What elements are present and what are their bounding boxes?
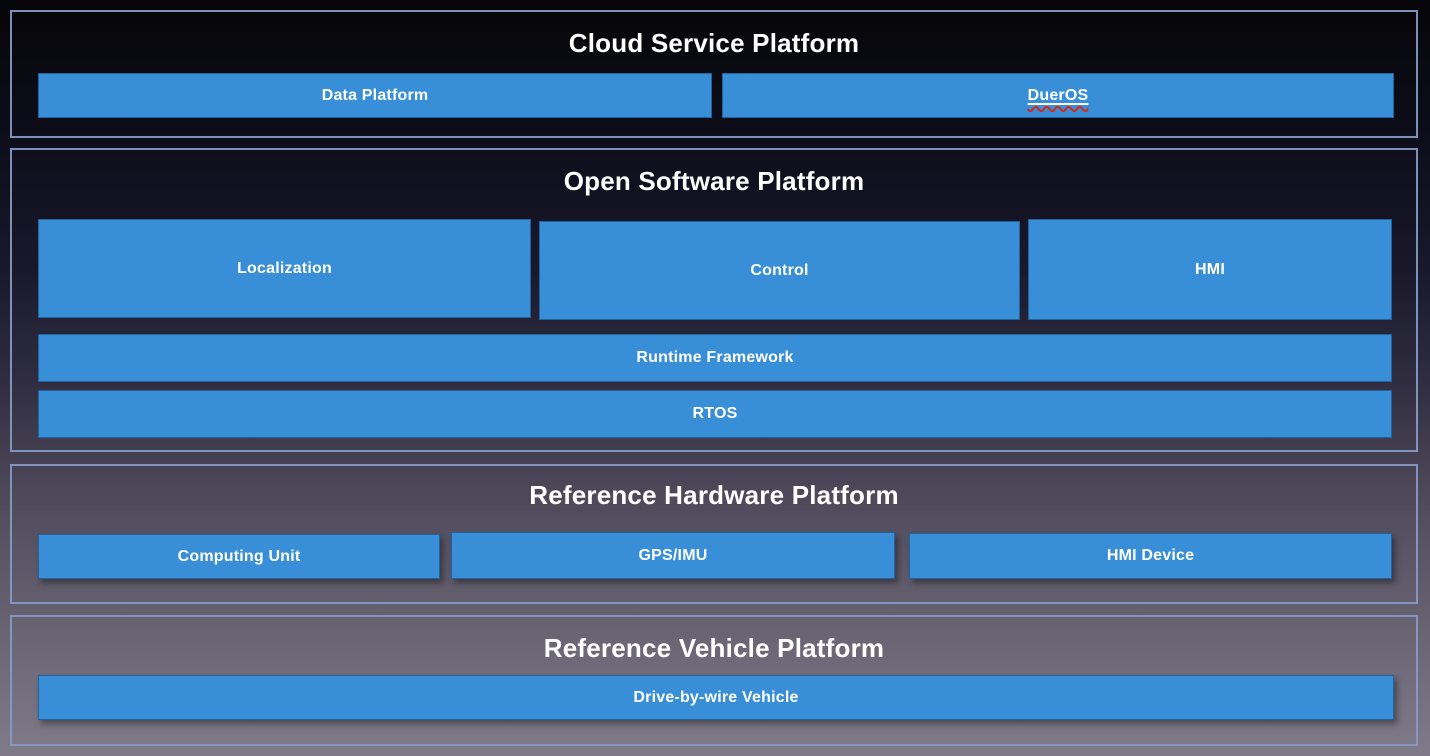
cloud-service-platform-title: Cloud Service Platform — [568, 28, 860, 58]
hmi-device-label: HMI Device — [1106, 547, 1195, 564]
dueros-label: DuerOS — [1027, 86, 1089, 104]
gps-imu-label: GPS/IMU — [638, 546, 708, 564]
data-platform-label: Data Platform — [321, 86, 429, 104]
reference-hardware-platform-section: Reference Hardware Platform Computing Un… — [10, 464, 1418, 604]
cloud-service-platform-section: Cloud Service Platform Data Platform Due… — [10, 10, 1418, 138]
drive-by-wire-vehicle-box: Drive-by-wire Vehicle — [38, 675, 1394, 720]
rtos-label: RTOS — [692, 405, 738, 422]
hmi-device-box: HMI Device — [909, 533, 1392, 579]
open-software-platform-section: Open Software Platform Localization Cont… — [10, 148, 1418, 452]
control-label: Control — [750, 261, 809, 279]
runtime-framework-label: Runtime Framework — [636, 349, 794, 366]
localization-label: Localization — [237, 259, 332, 277]
hmi-box: HMI — [1028, 219, 1392, 320]
reference-vehicle-platform-title: Reference Vehicle Platform — [543, 633, 885, 663]
rtos-box: RTOS — [38, 390, 1392, 438]
drive-by-wire-vehicle-label: Drive-by-wire Vehicle — [633, 688, 799, 706]
gps-imu-box: GPS/IMU — [451, 532, 895, 579]
computing-unit-label: Computing Unit — [177, 547, 301, 565]
hmi-label: HMI — [1195, 260, 1225, 278]
localization-box: Localization — [38, 219, 531, 318]
open-software-platform-title: Open Software Platform — [563, 166, 865, 196]
dueros-box: DuerOS — [722, 73, 1394, 118]
control-box: Control — [539, 221, 1020, 320]
computing-unit-box: Computing Unit — [38, 534, 440, 579]
reference-hardware-platform-title: Reference Hardware Platform — [529, 480, 899, 510]
runtime-framework-box: Runtime Framework — [38, 334, 1392, 382]
reference-vehicle-platform-section: Reference Vehicle Platform Drive-by-wire… — [10, 615, 1418, 746]
dueros-link[interactable]: DuerOS — [1028, 87, 1089, 105]
data-platform-box: Data Platform — [38, 73, 712, 118]
